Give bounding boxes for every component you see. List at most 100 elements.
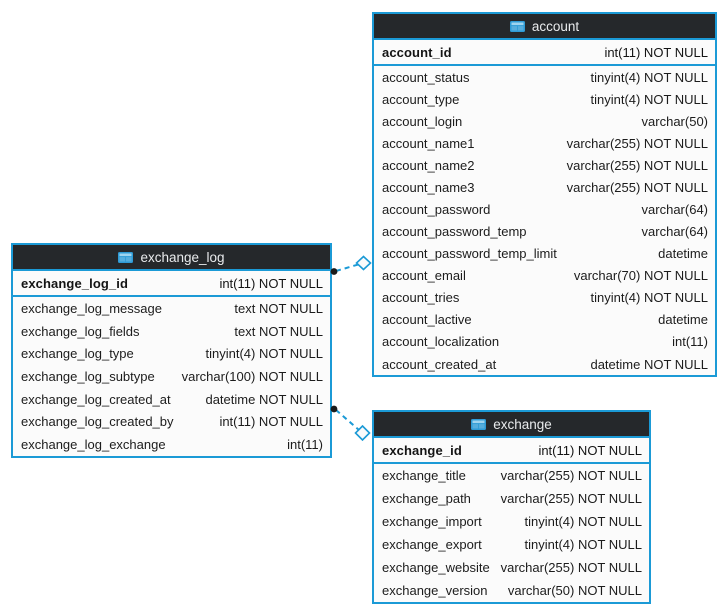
column-type: datetime NOT NULL xyxy=(590,356,708,372)
column-type: int(11) NOT NULL xyxy=(219,414,323,430)
table-row: exchange_log_type tinyint(4) NOT NULL xyxy=(13,342,330,365)
table-exchange[interactable]: exchange exchange_id int(11) NOT NULL ex… xyxy=(372,410,651,604)
table-row: exchange_export tinyint(4) NOT NULL xyxy=(374,533,649,556)
column-type: tinyint(4) NOT NULL xyxy=(590,290,708,306)
column-name: account_password_temp xyxy=(382,224,527,240)
column-type: datetime xyxy=(658,312,708,328)
column-name: exchange_version xyxy=(382,583,488,598)
column-name: exchange_log_id xyxy=(21,275,128,291)
column-type: tinyint(4) NOT NULL xyxy=(524,514,642,529)
relationship-line[interactable] xyxy=(335,263,361,272)
table-row: exchange_log_created_by int(11) NOT NULL xyxy=(13,411,330,434)
table-account[interactable]: account account_id int(11) NOT NULL acco… xyxy=(372,12,717,377)
table-row: exchange_log_fields text NOT NULL xyxy=(13,320,330,343)
table-row: account_lactive datetime xyxy=(374,309,715,331)
column-name: exchange_log_subtype xyxy=(21,369,155,385)
column-type: tinyint(4) NOT NULL xyxy=(590,91,708,107)
column-type: int(11) xyxy=(287,437,323,453)
column-name: exchange_id xyxy=(382,442,462,458)
table-row: exchange_title varchar(255) NOT NULL xyxy=(374,464,649,487)
column-name: exchange_import xyxy=(382,514,482,529)
table-exchange-log[interactable]: exchange_log exchange_log_id int(11) NOT… xyxy=(11,243,332,458)
column-type: tinyint(4) NOT NULL xyxy=(205,346,323,362)
column-name: account_lactive xyxy=(382,312,472,328)
column-type: text NOT NULL xyxy=(234,300,323,316)
column-name: account_password xyxy=(382,202,491,217)
column-name: exchange_website xyxy=(382,560,490,575)
table-icon xyxy=(509,20,525,32)
column-type: varchar(50) xyxy=(641,113,708,129)
table-exchange-log-header[interactable]: exchange_log xyxy=(13,245,330,271)
relationship-exchange-log-exchange[interactable] xyxy=(330,405,371,442)
column-name: exchange_log_created_by xyxy=(21,414,174,430)
table-row: account_name2 varchar(255) NOT NULL xyxy=(374,154,715,176)
table-row: exchange_log_created_at datetime NOT NUL… xyxy=(13,388,330,411)
table-row: account_password varchar(64) xyxy=(374,198,715,220)
column-type: varchar(64) xyxy=(641,202,708,217)
column-type: varchar(255) NOT NULL xyxy=(500,491,642,506)
column-type: datetime xyxy=(658,246,708,262)
column-name: exchange_log_fields xyxy=(21,323,140,339)
column-name: account_type xyxy=(382,91,460,107)
table-row: exchange_log_exchange int(11) xyxy=(13,433,330,456)
relationship-exchange-log-account[interactable] xyxy=(330,255,372,275)
column-type: varchar(64) xyxy=(641,224,708,240)
column-type: varchar(255) NOT NULL xyxy=(566,135,708,151)
cardinality-diamond xyxy=(355,255,372,271)
column-name: exchange_log_message xyxy=(21,300,162,316)
column-type: int(11) NOT NULL xyxy=(538,442,642,458)
column-name: account_tries xyxy=(382,290,460,306)
column-name: account_name1 xyxy=(382,135,475,151)
table-row: account_email varchar(70) NOT NULL xyxy=(374,265,715,287)
column-type: tinyint(4) NOT NULL xyxy=(524,537,642,552)
column-name: exchange_log_type xyxy=(21,346,134,362)
column-type: text NOT NULL xyxy=(234,323,323,339)
table-row: exchange_website varchar(255) NOT NULL xyxy=(374,556,649,579)
table-row: account_type tinyint(4) NOT NULL xyxy=(374,88,715,110)
column-type: datetime NOT NULL xyxy=(205,391,323,407)
table-row: exchange_import tinyint(4) NOT NULL xyxy=(374,510,649,533)
column-type: int(11) NOT NULL xyxy=(219,275,323,291)
column-name: exchange_log_exchange xyxy=(21,437,166,453)
table-row: account_created_at datetime NOT NULL xyxy=(374,353,715,375)
column-type: tinyint(4) NOT NULL xyxy=(590,69,708,85)
column-name: account_created_at xyxy=(382,356,497,372)
table-icon xyxy=(471,418,487,430)
relationship-line[interactable] xyxy=(335,409,360,431)
column-type: varchar(255) NOT NULL xyxy=(566,157,708,173)
table-row: account_tries tinyint(4) NOT NULL xyxy=(374,287,715,309)
table-row: exchange_version varchar(50) NOT NULL xyxy=(374,579,649,602)
column-name: account_login xyxy=(382,113,463,129)
cardinality-diamond xyxy=(354,424,371,442)
table-exchange-header[interactable]: exchange xyxy=(374,412,649,438)
table-row-pk: exchange_log_id int(11) NOT NULL xyxy=(13,271,330,297)
column-name: account_name2 xyxy=(382,157,475,173)
table-row: account_localization int(11) xyxy=(374,331,715,353)
column-name: account_localization xyxy=(382,334,500,350)
table-row: exchange_log_subtype varchar(100) NOT NU… xyxy=(13,365,330,388)
column-type: varchar(70) NOT NULL xyxy=(573,268,708,284)
table-title: exchange_log xyxy=(140,249,225,265)
table-row-pk: exchange_id int(11) NOT NULL xyxy=(374,438,649,464)
column-name: exchange_log_created_at xyxy=(21,391,171,407)
column-type: varchar(255) NOT NULL xyxy=(500,560,642,575)
column-name: account_password_temp_limit xyxy=(382,246,557,262)
table-icon xyxy=(118,251,134,263)
column-name: exchange_export xyxy=(382,537,482,552)
column-type: varchar(100) NOT NULL xyxy=(181,369,323,385)
column-name: account_email xyxy=(382,268,466,284)
table-row: exchange_log_message text NOT NULL xyxy=(13,297,330,320)
table-rows: exchange_title varchar(255) NOT NULL exc… xyxy=(374,464,649,602)
table-row: exchange_path varchar(255) NOT NULL xyxy=(374,487,649,510)
column-name: account_id xyxy=(382,44,452,60)
table-row-pk: account_id int(11) NOT NULL xyxy=(374,40,715,66)
table-row: account_name3 varchar(255) NOT NULL xyxy=(374,176,715,198)
table-row: account_password_temp varchar(64) xyxy=(374,221,715,243)
column-type: varchar(255) NOT NULL xyxy=(566,179,708,195)
column-type: varchar(255) NOT NULL xyxy=(500,468,642,483)
column-type: int(11) NOT NULL xyxy=(604,44,708,60)
table-account-header[interactable]: account xyxy=(374,14,715,40)
column-name: exchange_title xyxy=(382,468,466,483)
table-row: account_login varchar(50) xyxy=(374,110,715,132)
